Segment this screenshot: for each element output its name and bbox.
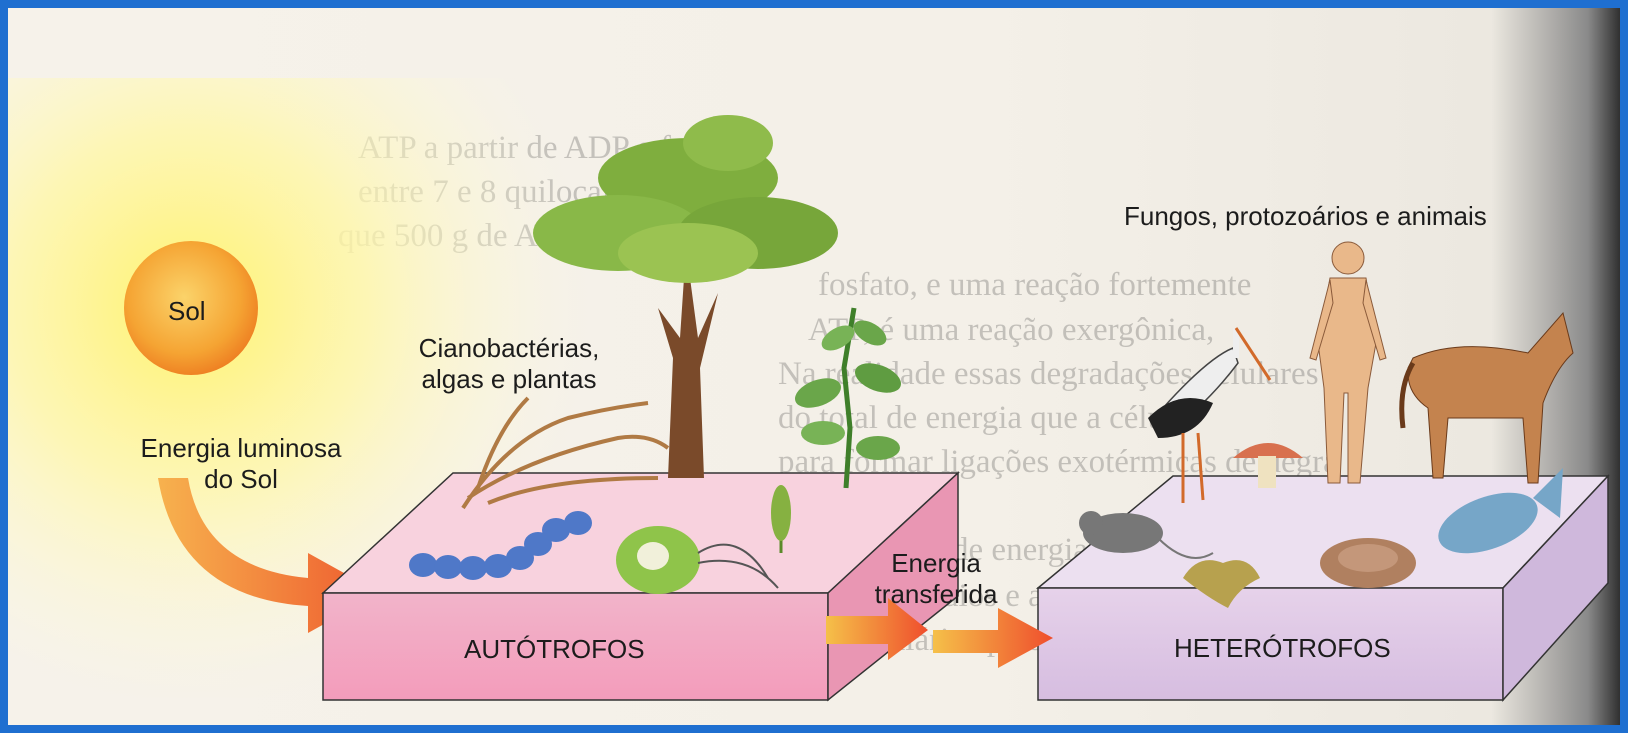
sun-label: Sol [168, 296, 206, 327]
energy-transfer-label-line2: transferida [846, 579, 1026, 610]
plant-icon [791, 308, 905, 488]
shell-icon [1320, 538, 1416, 588]
producers-label: Cianobactérias, algas e plantas [394, 333, 624, 395]
consumers-label: Fungos, protozoários e animais [1124, 201, 1487, 232]
autotrophs-label: AUTÓTROFOS [464, 634, 645, 665]
light-energy-label: Energia luminosa do Sol [116, 433, 366, 495]
horse-icon [1402, 313, 1573, 483]
producers-label-line2: algas e plantas [394, 364, 624, 395]
energy-transfer-label: Energia transferida [846, 548, 1026, 610]
diagram-art [8, 8, 1620, 725]
heterotrophs-label: HETERÓTROFOS [1174, 633, 1391, 664]
producers-label-line1: Cianobactérias, [394, 333, 624, 364]
light-energy-label-line2: do Sol [116, 464, 366, 495]
light-energy-label-line1: Energia luminosa [116, 433, 366, 464]
energy-transfer-label-line1: Energia [846, 548, 1026, 579]
book-page: ATP a partir de ADP e fosfato entre 7 e … [8, 8, 1620, 725]
human-icon [1310, 242, 1386, 483]
